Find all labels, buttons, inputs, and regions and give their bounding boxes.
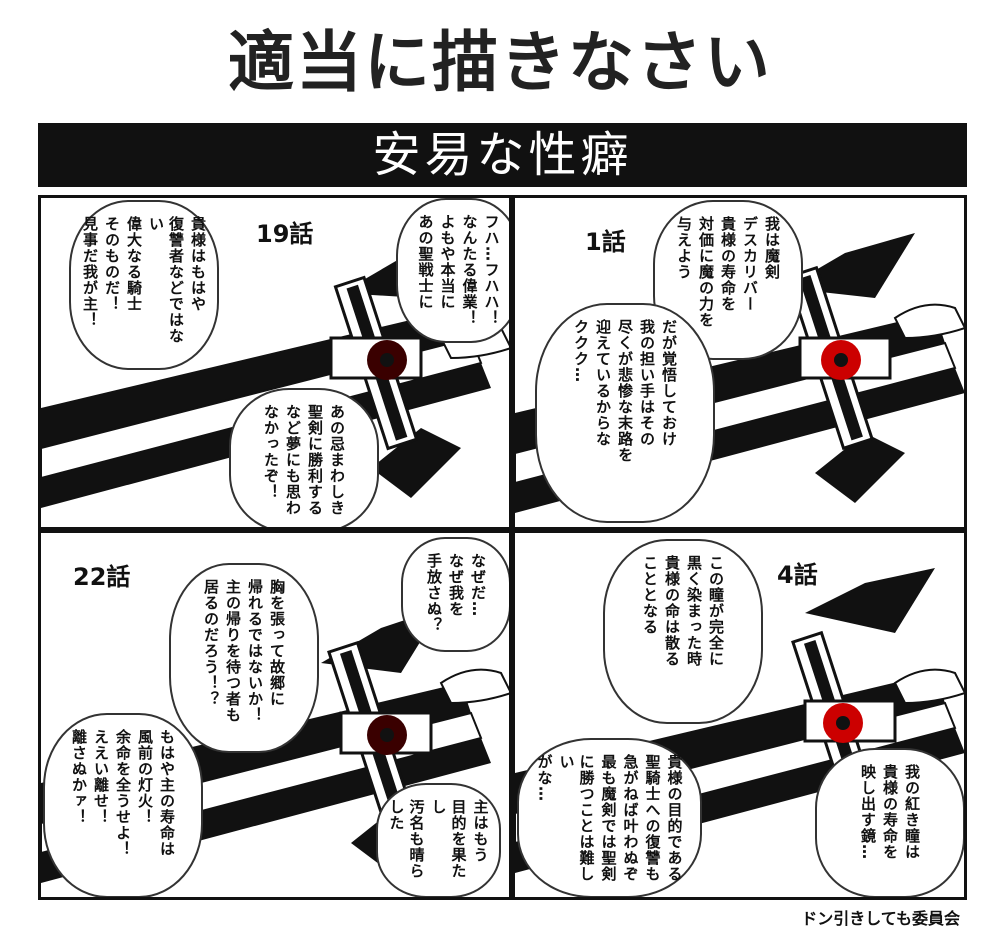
bubble-line: 目的を果たし	[429, 799, 468, 879]
speech-bubble: 主はもう 目的を果たし 汚名も晴らした	[376, 783, 501, 897]
panel-episode-22: 22話 なぜだ… なぜ我を 手放さぬ？ 胸を張って故郷に 帰れるではないか！ 主…	[38, 530, 512, 900]
bubble-line: ククク…	[572, 319, 590, 383]
speech-bubble: だが覚悟しておけ 我の担い手はその 尽くが悲惨な末路を 迎えているからな ククク…	[535, 303, 715, 523]
bubble-line: 対価に魔の力を	[697, 216, 715, 328]
bubble-line: 見事だ我が主！	[81, 216, 99, 328]
bubble-line: そのものだ！	[103, 216, 121, 312]
speech-bubble: 貴様はもはや 復讐者などではない 偉大なる騎士 そのものだ！ 見事だ我が主！	[69, 200, 219, 370]
episode-label: 22話	[73, 563, 131, 591]
page-title: 適当に描きなさい	[228, 24, 772, 101]
bubble-line: 我の担い手はその	[638, 319, 656, 447]
panel-episode-19: 19話 貴様はもはや 復讐者などではない 偉大なる騎士 そのものだ！ 見事だ我が…	[38, 195, 512, 530]
bubble-line: 映し出す鏡…	[859, 764, 877, 860]
panel-episode-4: 4話 この瞳が完全に 黒く染まった時 貴様の命は散る こととなる 貴様の目的であ…	[512, 530, 967, 900]
bubble-line: なぜ我を	[447, 553, 465, 617]
credit-text: ドン引きしても委員会	[801, 909, 960, 928]
bubble-line: 手放さぬ？	[425, 553, 443, 633]
episode-label: 4話	[777, 561, 818, 589]
speech-bubble: なぜだ… なぜ我を 手放さぬ？	[401, 537, 509, 652]
speech-bubble: もはや主の寿命は 風前の灯火！ 余命を全うせよ！ ええい離せ！ 離さぬかァ！	[43, 713, 203, 897]
bubble-line: に勝つことは難しい	[557, 754, 596, 882]
bubble-line: 聖騎士への復讐も	[643, 754, 662, 882]
episode-label: 19話	[256, 220, 314, 248]
bubble-line: なかったぞ！	[262, 404, 280, 500]
speech-bubble: フハ…フハハ！ なんたる偉業！ よもや本当に あの聖戦士に	[396, 198, 509, 343]
bubble-line: 汚名も晴らした	[387, 799, 426, 879]
bubble-line: 貴様はもはや	[189, 216, 207, 312]
bubble-line: なぜだ…	[469, 553, 487, 617]
bubble-line: 風前の灯火！	[136, 729, 154, 825]
bubble-line: なんたる偉業！	[460, 214, 479, 326]
bubble-line: この瞳が完全に	[707, 555, 725, 667]
speech-bubble: 我の紅き瞳は 貴様の寿命を 映し出す鏡…	[815, 748, 964, 897]
episode-label: 1話	[585, 228, 626, 256]
bubble-line: 我の紅き瞳は	[903, 764, 921, 860]
bubble-line: 貴様の寿命を	[719, 216, 737, 312]
bubble-line: よもや本当に	[438, 214, 457, 310]
bubble-line: 主の帰りを待つ者も	[224, 579, 242, 723]
speech-bubble: あの忌まわしき 聖剣に勝利する など夢にも思わ なかったぞ！	[229, 388, 379, 527]
bubble-line: 帰れるではないか！	[246, 579, 264, 723]
bubble-line: 急がねば叶わぬぞ	[621, 754, 640, 882]
bubble-line: フハ…フハハ！	[482, 214, 501, 326]
speech-bubble: 胸を張って故郷に 帰れるではないか！ 主の帰りを待つ者も 居るのだろう！？	[169, 563, 319, 753]
bubble-line: がな…	[535, 754, 554, 802]
speech-bubble: 貴様の目的である 聖騎士への復讐も 急がねば叶わぬぞ 最も魔剣では聖剣 に勝つこ…	[517, 738, 702, 897]
bubble-line: あの忌まわしき	[328, 404, 346, 516]
bubble-line: 聖剣に勝利する	[306, 404, 324, 516]
bubble-line: だが覚悟しておけ	[660, 319, 678, 447]
bubble-line: 与えよう	[675, 216, 693, 280]
bubble-line: 余命を全うせよ！	[114, 729, 132, 857]
bubble-line: こととなる	[641, 555, 659, 635]
bubble-line: ええい離せ！	[92, 729, 110, 825]
bubble-line: 迎えているからな	[594, 319, 612, 447]
panel-episode-1: 1話 我は魔剣 デスカリバー 貴様の寿命を 対価に魔の力を 与えよう だが覚悟し…	[512, 195, 967, 530]
bubble-line: など夢にも思わ	[284, 404, 302, 516]
bubble-line: あの聖戦士に	[416, 214, 435, 310]
bubble-line: 復讐者などではない	[147, 216, 185, 344]
bubble-line: 偉大なる騎士	[125, 216, 143, 312]
bubble-line: 貴様の命は散る	[663, 555, 681, 667]
bubble-line: 我は魔剣	[763, 216, 781, 280]
bubble-line: 胸を張って故郷に	[268, 579, 286, 707]
bubble-line: 黒く染まった時	[685, 555, 703, 667]
bubble-line: もはや主の寿命は	[158, 729, 176, 857]
bubble-line: 尽くが悲惨な末路を	[616, 319, 634, 463]
banner-title: 安易な性癖	[38, 123, 967, 187]
bubble-line: 貴様の寿命を	[881, 764, 899, 860]
bubble-line: 貴様の目的である	[665, 754, 684, 882]
bubble-line: 最も魔剣では聖剣	[599, 754, 618, 882]
bubble-line: 離さぬかァ！	[70, 729, 88, 825]
bubble-line: デスカリバー	[741, 216, 759, 312]
bubble-line: 居るのだろう！？	[202, 579, 220, 707]
speech-bubble: この瞳が完全に 黒く染まった時 貴様の命は散る こととなる	[603, 539, 763, 724]
bubble-line: 主はもう	[471, 799, 490, 863]
